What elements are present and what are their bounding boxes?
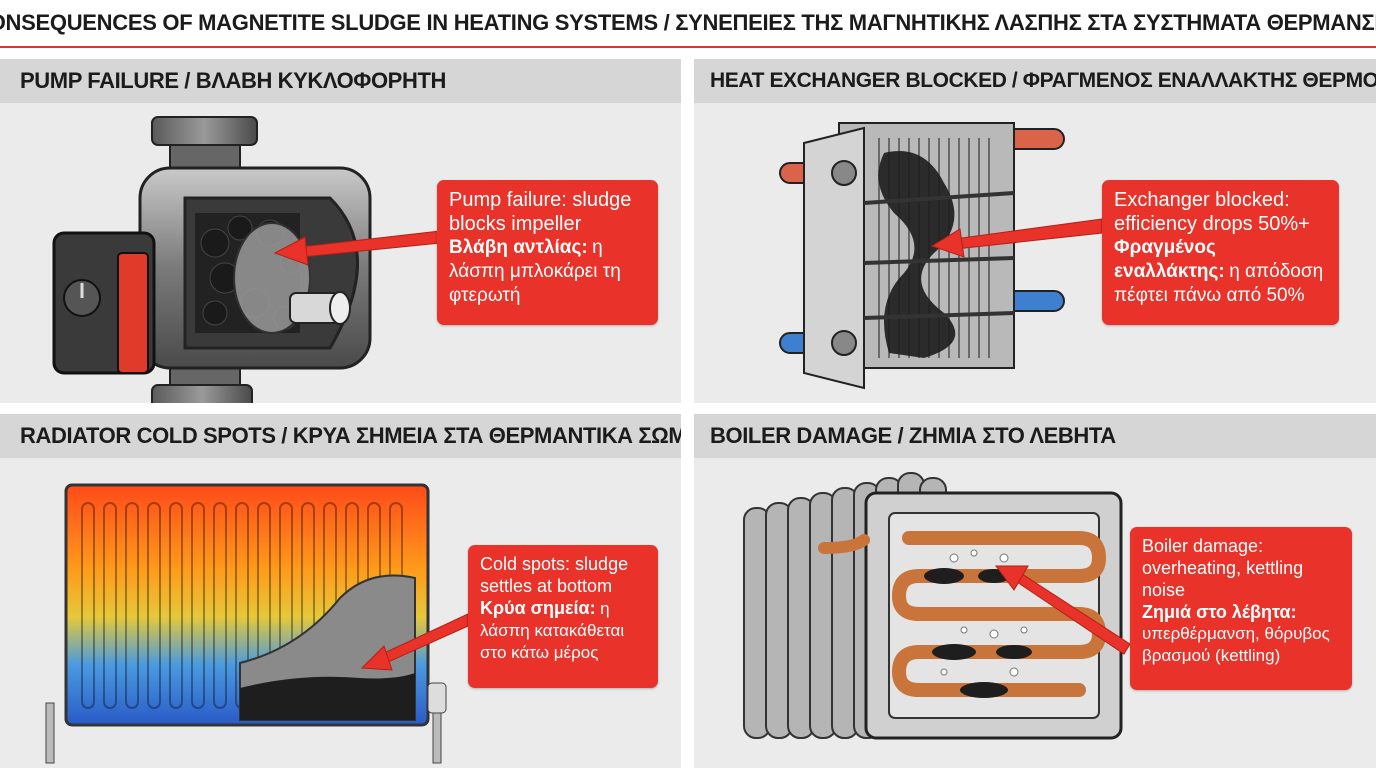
pump-callout-greek-body: η λάσπη μπλοκάρει τη φτερωτή xyxy=(449,237,621,306)
boiler-panel-header: BOILER DAMAGE / ΖΗΜΙΑ ΣΤΟ ΛΕΒΗΤΑ xyxy=(694,414,1376,458)
boiler-callout-greek-title: Ζημιά στο λέβητα: xyxy=(1142,602,1297,622)
plate-heat-exchanger-icon xyxy=(779,122,1065,390)
radiator-callout-greek-title: Κρύα σημεία: xyxy=(480,598,596,618)
radiator-panel-header: RADIATOR COLD SPOTS / ΚΡΥΑ ΣΗΜΕΙΑ ΣΤΑ ΘΕ… xyxy=(0,414,681,458)
page-title: CONSEQUENCES OF MAGNETITE SLUDGE IN HEAT… xyxy=(0,10,1376,35)
pump-callout-greek-title: Βλάβη αντλίας: xyxy=(449,237,588,258)
radiator-callout: Cold spots: sludge settles at bottom Κρύ… xyxy=(468,545,658,688)
pump-callout: Pump failure: sludge blocks impeller Βλά… xyxy=(437,180,658,325)
heat-exchanger-panel: HEAT EXCHANGER BLOCKED / ΦΡΑΓΜΕΝΟΣ ΕΝΑΛΛ… xyxy=(694,59,1376,403)
title-divider xyxy=(0,46,1376,48)
pump-failure-panel: PUMP FAILURE / ΒΛΑΒΗ ΚΥΚΛΟΦΟΡΗΤΗ xyxy=(0,59,681,403)
boiler-coil-cutaway-icon xyxy=(743,472,1123,740)
pump-panel-header: PUMP FAILURE / ΒΛΑΒΗ ΚΥΚΛΟΦΟΡΗΤΗ xyxy=(0,59,681,103)
radiator-heat-gradient-icon xyxy=(45,483,447,764)
radiator-callout-greek-body: η λάσπη κατακάθεται στο κάτω μέρος xyxy=(480,599,625,662)
boiler-callout: Boiler damage: overheating, kettling noi… xyxy=(1130,527,1352,690)
radiator-callout-english: Cold spots: sludge settles at bottom xyxy=(480,554,629,596)
pump-callout-english: Pump failure: sludge blocks impeller xyxy=(449,189,632,235)
exchanger-callout-greek-title: Φραγμένος εναλλάκτης: xyxy=(1114,237,1225,282)
exchanger-panel-header: HEAT EXCHANGER BLOCKED / ΦΡΑΓΜΕΝΟΣ ΕΝΑΛΛ… xyxy=(694,59,1376,103)
boiler-callout-greek-body: υπερθέρμανση, θόρυβος βρασμού (kettling) xyxy=(1142,624,1330,665)
circulator-pump-cutaway-icon xyxy=(52,116,372,403)
exchanger-callout-english: Exchanger blocked: efficiency drops 50%+ xyxy=(1114,189,1310,235)
boiler-panel: BOILER DAMAGE / ΖΗΜΙΑ ΣΤΟ ΛΕΒΗΤΑ xyxy=(694,414,1376,768)
boiler-callout-english: Boiler damage: overheating, kettling noi… xyxy=(1142,536,1304,600)
exchanger-callout: Exchanger blocked: efficiency drops 50%+… xyxy=(1102,180,1339,325)
exchanger-callout-greek-body: η απόδοση πέφτει πάνω από 50% xyxy=(1114,261,1324,306)
radiator-panel: RADIATOR COLD SPOTS / ΚΡΥΑ ΣΗΜΕΙΑ ΣΤΑ ΘΕ… xyxy=(0,414,681,768)
